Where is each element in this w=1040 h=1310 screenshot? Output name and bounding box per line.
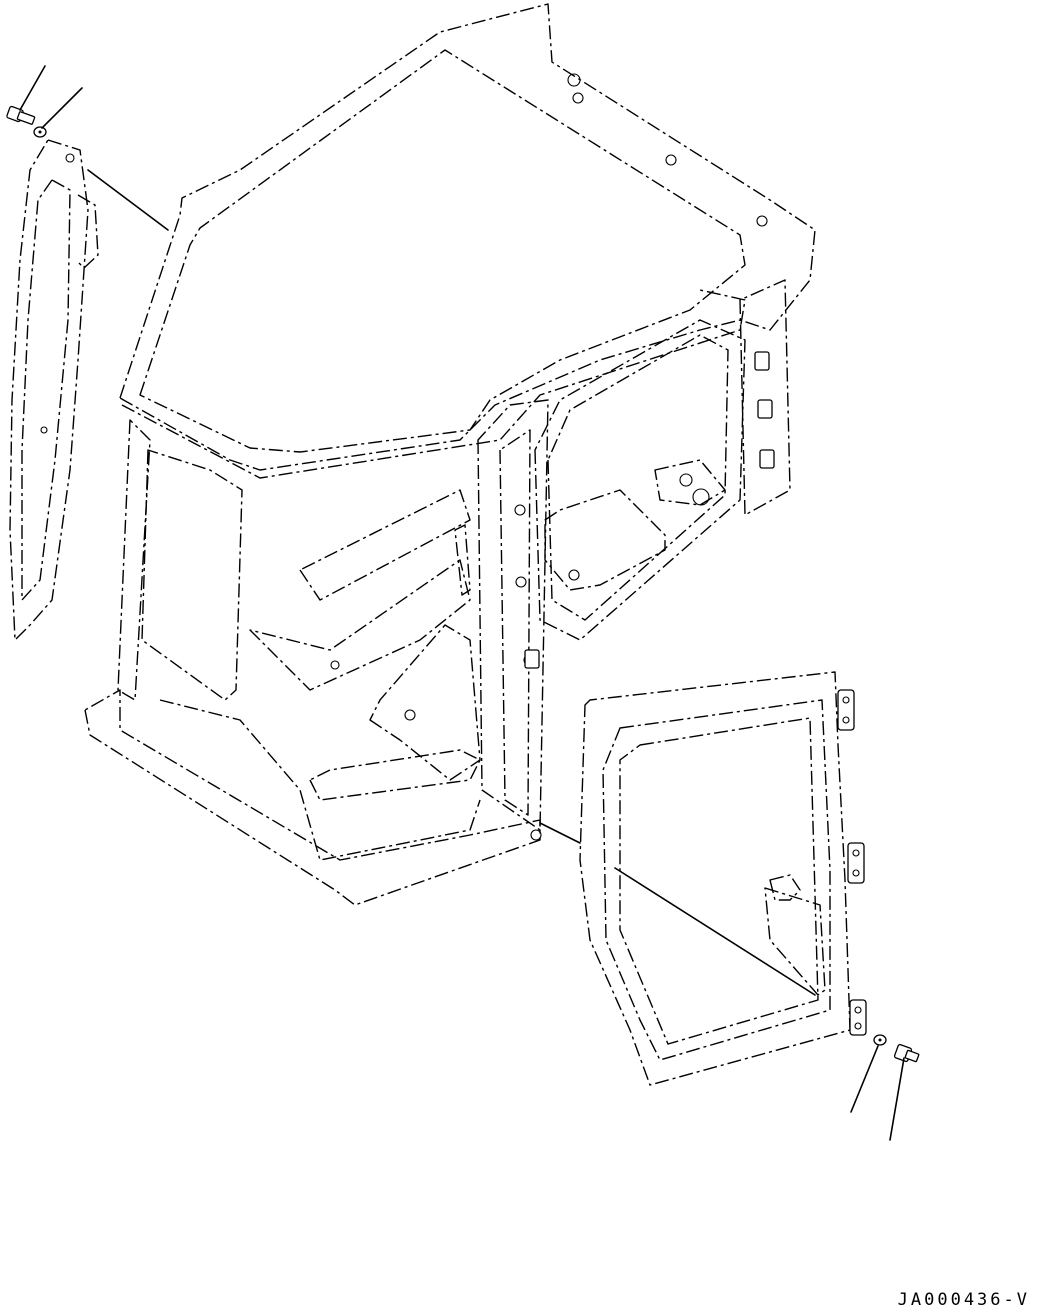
mount-hole (665, 154, 677, 166)
mount-hole (572, 92, 584, 104)
door-hinge-upper (837, 689, 855, 731)
mount-hole (514, 504, 526, 516)
leader-bolt-upper (19, 65, 46, 111)
mount-hole (567, 73, 581, 87)
cab-frame (84, 3, 816, 906)
assembly-line-door (539, 822, 581, 844)
leader-bolt-lower (889, 1057, 905, 1141)
cab-floor-base (84, 689, 541, 906)
cab-hinge-brackets (524, 351, 775, 669)
cab-roof-outline (119, 3, 816, 471)
cab-roof-panel (139, 49, 746, 453)
cab-handrail (454, 524, 471, 596)
left-cover-grip (77, 194, 99, 269)
inner-bracket (369, 624, 481, 781)
roof-front-beam (121, 289, 746, 479)
left-front-pillar (117, 419, 151, 701)
door-hinge-middle (847, 842, 865, 884)
drawing-reference-code: JA000436-V (897, 1290, 1030, 1310)
rear-plate (654, 459, 726, 506)
rear-console (544, 489, 666, 591)
bolt (893, 1043, 920, 1063)
left-cover-inner (21, 179, 71, 601)
center-pillar (477, 399, 549, 831)
floor-inner (159, 699, 481, 861)
mount-hole (65, 153, 75, 163)
mount-hole (692, 488, 710, 506)
floor-step (309, 749, 481, 801)
washer (33, 126, 47, 138)
door-inner-window (602, 699, 831, 1061)
mount-hole (330, 660, 340, 670)
mount-hole (530, 829, 542, 841)
left-side-cover (9, 139, 99, 641)
washer (873, 1034, 887, 1046)
assembly-line-left-cover (87, 169, 169, 231)
right-door-frame (579, 671, 867, 1086)
door-hinge-lower (849, 999, 867, 1036)
rear-side-window (534, 319, 746, 641)
lower-crossmember (299, 489, 471, 601)
mount-hole (515, 576, 527, 588)
mount-hole (568, 569, 580, 581)
center-pillar-inner (499, 429, 531, 816)
leader-washer-lower (850, 1045, 879, 1113)
leader-washer-upper (41, 87, 83, 129)
assembly-line-door-2 (614, 867, 816, 996)
mount-hole (679, 473, 693, 487)
left-front-window (141, 449, 243, 701)
mount-hole (40, 426, 48, 434)
door-handle-bracket (769, 874, 801, 901)
mount-hole (404, 709, 416, 721)
bolt (6, 105, 36, 125)
door-handle-recess (764, 887, 826, 996)
lower-crossmember-2 (249, 559, 471, 691)
mount-hole (756, 215, 768, 227)
rear-side-window-inner (547, 334, 729, 621)
left-cover-outline (9, 139, 89, 641)
rear-right-upright (739, 279, 791, 516)
door-inner-window-2 (619, 717, 819, 1045)
